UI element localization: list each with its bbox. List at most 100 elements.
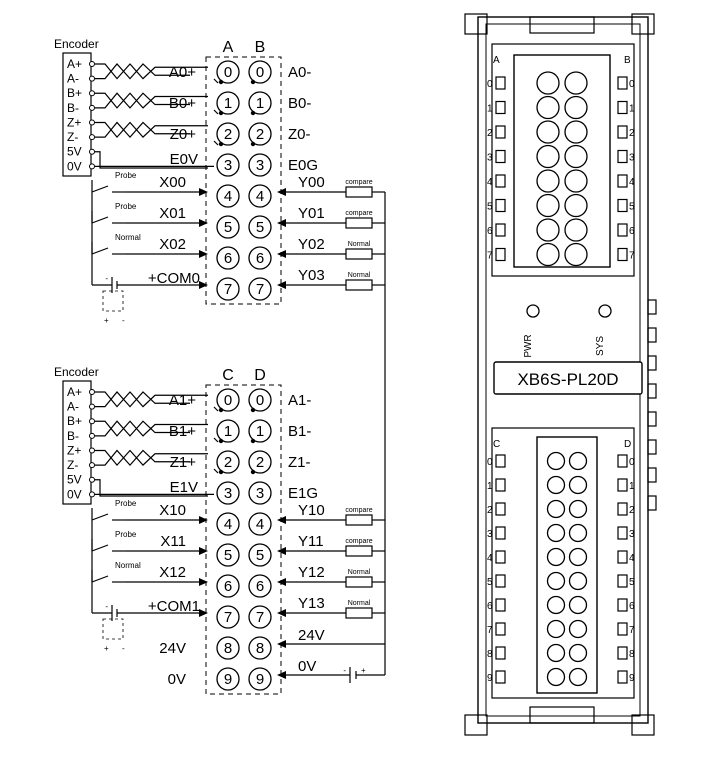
terminal-left (216, 574, 240, 598)
arrow-right-icon (199, 188, 208, 196)
terminal-number-right: 2 (256, 454, 264, 471)
encoder-wire-pos (95, 449, 208, 467)
terminal-label-left: 24V (159, 640, 186, 657)
terminal-label-right: Y12 (298, 564, 325, 581)
encoder-pin-label: 5V (67, 145, 82, 159)
module-row-number-right: 5 (629, 577, 635, 588)
top-terminal-field (491, 43, 635, 277)
encoder-wire-neg (95, 63, 190, 80)
terminal-label-left: X11 (160, 533, 186, 550)
module-row-number-right: 1 (629, 481, 635, 492)
module-row-number-right: 4 (629, 177, 635, 188)
terminal-number-right: 9 (256, 671, 264, 688)
side-rail-notch (647, 411, 657, 427)
side-rail-notch (647, 383, 657, 399)
encoder-pin-label: 0V (67, 159, 82, 173)
pair-link (213, 78, 219, 84)
encoder-pin-dot (89, 418, 95, 425)
terminal-left (216, 153, 240, 177)
module-row-number-right: 9 (629, 673, 635, 684)
terminal-left (216, 419, 240, 443)
top-right-clip (631, 13, 655, 35)
terminal-label-left: X00 (159, 174, 186, 191)
encoder-pin-label: Z+ (67, 115, 81, 129)
pair-dot (218, 79, 224, 85)
terminal-label-left: 0V (168, 671, 186, 688)
module-led-right (617, 646, 628, 660)
side-rail-notch (647, 327, 657, 343)
module-terminal-hole (568, 595, 588, 615)
module-led-right (617, 574, 628, 588)
pair-dot (250, 141, 256, 147)
arrow-left-icon (277, 250, 286, 258)
module-row-number-right: 7 (629, 625, 635, 636)
terminal-right (248, 215, 272, 239)
terminal-right (248, 450, 272, 474)
module-row-number-left: 3 (487, 153, 493, 164)
encoder-pin-label: Z+ (67, 443, 81, 457)
terminal-right (248, 574, 272, 598)
module-terminal-hole (546, 619, 566, 639)
terminal-right (248, 481, 272, 505)
module-row-number-right: 2 (629, 505, 635, 516)
module-row-number-left: 9 (487, 673, 493, 684)
module-led-left (495, 598, 506, 612)
supply-minus: - (122, 644, 125, 653)
load-type-label: compare (345, 507, 372, 514)
encoder-pin-dot (89, 90, 95, 97)
encoder-pin-label: Z- (67, 130, 78, 144)
terminal-right (248, 512, 272, 536)
module-led-right (617, 622, 628, 636)
output-load (345, 607, 373, 619)
switch-type-label: Probe (115, 202, 137, 211)
module-terminal-hole (564, 218, 588, 242)
module-led-left (495, 198, 506, 213)
module-led-right (617, 125, 628, 139)
module-terminal-hole (536, 95, 560, 120)
arrow-right-icon (199, 578, 208, 586)
arrow-left-icon (277, 640, 286, 648)
terminal-right (248, 91, 272, 115)
load-type-label: Normal (348, 241, 371, 248)
pair-dot (250, 407, 256, 413)
load-type-label: compare (345, 210, 372, 217)
encoder-wire-pos (95, 420, 208, 437)
arrow-left-icon (277, 516, 286, 524)
module-terminal-hole (536, 120, 560, 144)
terminal-label-left: X02 (159, 236, 186, 253)
terminal-right (248, 605, 272, 629)
arrow-right-icon (199, 547, 208, 555)
terminal-left (216, 481, 240, 505)
switch-type-label: Probe (115, 499, 137, 508)
terminal-label-right: Y10 (298, 502, 325, 519)
output-load (345, 576, 373, 588)
side-rail-notch (647, 495, 657, 511)
terminal-number-left: 6 (224, 250, 232, 267)
encoder-label: Encoder (54, 365, 99, 379)
module-terminal-hole (536, 218, 560, 242)
module-terminal-hole (546, 475, 566, 495)
pair-dot (250, 469, 256, 475)
bottom-terminal-field (491, 427, 635, 699)
pair-dot (250, 438, 256, 444)
bottom-latch (529, 706, 595, 724)
module-row-number-right: 5 (629, 202, 635, 213)
terminal-number-left: 0 (224, 64, 232, 81)
terminal-number-right: 8 (256, 640, 264, 657)
terminal-label-left: B0+ (169, 95, 196, 112)
pair-dot (218, 141, 224, 147)
module-row-number-right: 0 (629, 79, 635, 90)
pair-dot (250, 110, 256, 116)
module-terminal-hole (536, 71, 560, 95)
encoder-pin-dot (89, 491, 95, 498)
module-row-number-left: 6 (487, 226, 493, 237)
module-led-left (495, 174, 506, 188)
output-load (345, 248, 373, 260)
